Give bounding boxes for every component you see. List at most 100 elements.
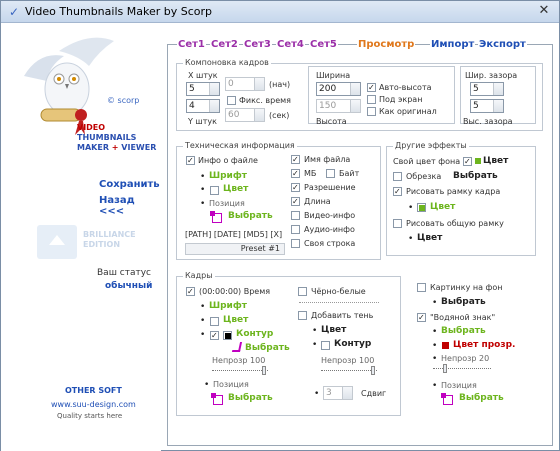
tab-import[interactable]: Импорт bbox=[430, 39, 476, 50]
video-info-checkbox[interactable] bbox=[291, 211, 300, 220]
draw-common-frame-checkbox[interactable] bbox=[393, 219, 402, 228]
fit-screen-checkbox[interactable] bbox=[367, 95, 376, 104]
preset-select[interactable]: Preset #1 bbox=[185, 243, 285, 255]
shadow-opacity-label: Непрозр 100 bbox=[321, 356, 375, 365]
shadow-outline-button[interactable]: Контур bbox=[334, 339, 372, 349]
shadow-outline-checkbox[interactable] bbox=[321, 341, 330, 350]
x-count-spinner[interactable]: 5 bbox=[186, 82, 220, 96]
watermark-opacity-label: Непрозр 20 bbox=[441, 354, 490, 363]
back-link[interactable]: Назад <<< bbox=[99, 195, 135, 217]
watermark-color-button[interactable]: Цвет прозр. bbox=[453, 340, 516, 350]
pic-bg-checkbox[interactable] bbox=[417, 283, 426, 292]
bg-color-checkbox[interactable] bbox=[463, 157, 472, 166]
tab-preview[interactable]: Просмотр bbox=[357, 39, 416, 50]
frames-position-choose[interactable]: Выбрать bbox=[228, 393, 273, 403]
outline-checkbox[interactable] bbox=[210, 331, 219, 340]
width-spinner[interactable]: 200 bbox=[316, 82, 361, 96]
draw-frame-checkbox[interactable] bbox=[393, 187, 402, 196]
bg-color-swatch[interactable] bbox=[475, 158, 481, 164]
status-value: обычный bbox=[105, 281, 153, 291]
website-link[interactable]: www.suu-design.com bbox=[51, 400, 136, 409]
filename-checkbox[interactable] bbox=[291, 155, 300, 164]
shift-label: Сдвиг bbox=[361, 389, 387, 398]
watermark-checkbox[interactable] bbox=[417, 313, 426, 322]
watermark-label: "Водяной знак" bbox=[430, 313, 496, 322]
add-shadow-label: Добавить тень bbox=[311, 311, 374, 320]
tab-set1[interactable]: Сет1 bbox=[177, 39, 206, 50]
tech-info-title: Техническая информация bbox=[183, 141, 297, 150]
upload-arrow-icon bbox=[37, 225, 77, 259]
bg-color-button[interactable]: Цвет bbox=[483, 156, 509, 166]
frames-color-checkbox[interactable] bbox=[210, 317, 219, 326]
frames-color-button[interactable]: Цвет bbox=[223, 315, 249, 325]
time-checkbox[interactable] bbox=[186, 287, 195, 296]
tab-set2[interactable]: Сет2 bbox=[210, 39, 239, 50]
tab-export[interactable]: Экспорт bbox=[478, 39, 527, 50]
file-info-checkbox[interactable] bbox=[186, 156, 195, 165]
tech-color-checkbox[interactable] bbox=[210, 186, 219, 195]
shadow-color-button[interactable]: Цвет bbox=[321, 325, 347, 335]
add-shadow-checkbox[interactable] bbox=[298, 311, 307, 320]
crop-choose-button[interactable]: Выбрать bbox=[453, 171, 498, 181]
layout-group-title: Компоновка кадров bbox=[183, 58, 271, 67]
audio-info-checkbox[interactable] bbox=[291, 225, 300, 234]
length-checkbox[interactable] bbox=[291, 197, 300, 206]
auto-height-checkbox[interactable] bbox=[367, 83, 376, 92]
outline-button[interactable]: Контур bbox=[236, 329, 274, 339]
tab-set3[interactable]: Сет3 bbox=[243, 39, 272, 50]
save-link[interactable]: Сохранить bbox=[99, 179, 160, 190]
mb-checkbox[interactable] bbox=[291, 169, 300, 178]
own-line-label: Своя строка bbox=[304, 239, 356, 248]
tab-set5[interactable]: Сет5 bbox=[309, 39, 338, 50]
crop-checkbox[interactable] bbox=[393, 172, 402, 181]
fit-screen-label: Под экран bbox=[379, 95, 423, 104]
own-line-checkbox[interactable] bbox=[291, 239, 300, 248]
slider-knob[interactable] bbox=[443, 364, 447, 373]
y-count-spinner[interactable]: 4 bbox=[186, 99, 220, 113]
start-spinner[interactable]: 0 bbox=[225, 77, 265, 91]
gap-height-spinner[interactable]: 5 bbox=[470, 99, 504, 113]
watermark-choose-button[interactable]: Выбрать bbox=[441, 326, 486, 336]
height-spinner[interactable]: 150 bbox=[316, 99, 361, 113]
fixed-time-checkbox[interactable] bbox=[227, 96, 236, 105]
other-soft-link[interactable]: OTHER SOFT bbox=[65, 386, 122, 395]
tech-color-button[interactable]: Цвет bbox=[223, 184, 249, 194]
frame-color-button[interactable]: Цвет bbox=[430, 202, 456, 212]
slider-knob[interactable] bbox=[262, 366, 266, 375]
gap-subgroup bbox=[460, 66, 536, 124]
length-label: Длина bbox=[304, 197, 331, 206]
tech-font-button[interactable]: Шрифт bbox=[209, 171, 248, 181]
brilliance-edition-banner[interactable]: BRILLIANCE EDITION bbox=[37, 221, 149, 263]
other-effects-title: Другие эффекты bbox=[393, 141, 469, 150]
resolution-checkbox[interactable] bbox=[291, 183, 300, 192]
fixed-time-label: Фикс. время bbox=[239, 96, 291, 105]
bw-checkbox[interactable] bbox=[298, 287, 307, 296]
tech-position-choose[interactable]: Выбрать bbox=[228, 211, 273, 221]
mb-label: МБ bbox=[304, 169, 317, 178]
frames-position-picker-icon[interactable] bbox=[211, 393, 223, 405]
shadow-opacity-slider[interactable] bbox=[321, 366, 377, 375]
as-original-checkbox[interactable] bbox=[367, 107, 376, 116]
slider-knob[interactable] bbox=[371, 366, 375, 375]
close-icon[interactable]: ✕ bbox=[538, 3, 550, 18]
seconds-spinner[interactable]: 60 bbox=[225, 108, 265, 122]
position-picker-icon[interactable] bbox=[210, 211, 222, 223]
shift-spinner[interactable]: 3 bbox=[323, 386, 353, 400]
frames-font-button[interactable]: Шрифт bbox=[209, 301, 248, 311]
frames-opacity-label: Непрозр 100 bbox=[212, 356, 266, 365]
watermark-position-picker-icon[interactable] bbox=[441, 393, 453, 405]
frames-opacity-slider[interactable] bbox=[212, 366, 268, 375]
draw-frame-label: Рисовать рамку кадра bbox=[406, 187, 501, 196]
pic-bg-choose-button[interactable]: Выбрать bbox=[441, 297, 486, 307]
outline-choose-button[interactable]: Выбрать bbox=[245, 343, 290, 353]
watermark-position-choose[interactable]: Выбрать bbox=[459, 393, 504, 403]
watermark-color-swatch[interactable] bbox=[442, 342, 449, 349]
file-info-label: Инфо о файле bbox=[198, 156, 258, 165]
logo-line-video: VIDEO bbox=[77, 123, 106, 132]
tech-position-label: Позиция bbox=[209, 199, 245, 208]
byte-checkbox[interactable] bbox=[326, 169, 335, 178]
watermark-opacity-slider[interactable] bbox=[433, 364, 491, 373]
gap-width-spinner[interactable]: 5 bbox=[470, 82, 504, 96]
common-frame-color-button[interactable]: Цвет bbox=[417, 233, 443, 243]
tab-set4[interactable]: Сет4 bbox=[276, 39, 305, 50]
